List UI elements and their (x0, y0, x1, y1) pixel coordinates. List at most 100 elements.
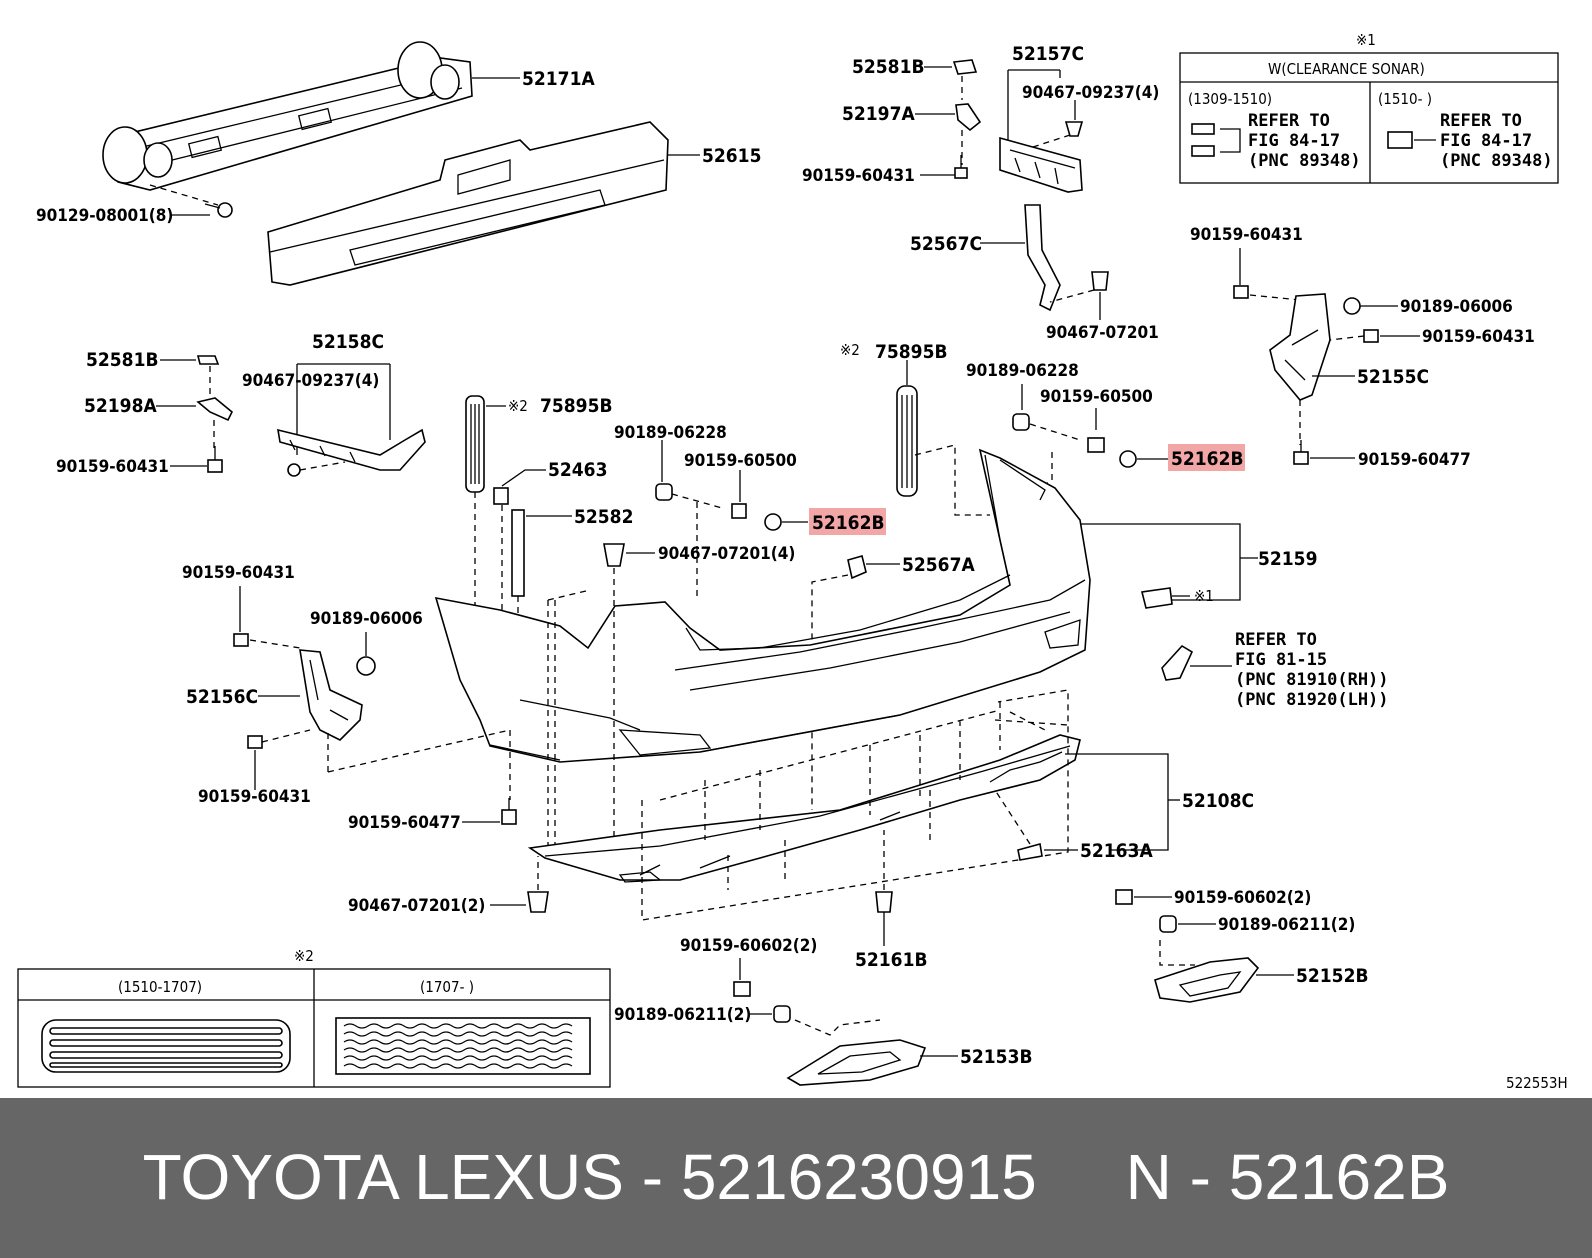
nut-icon (1343, 297, 1361, 315)
label-52163A: 52163A (1080, 840, 1153, 862)
part-52108C-lower-spoiler (527, 734, 1081, 883)
part-number-banner: TOYOTA LEXUS - 5216230915 N - 52162B (0, 1098, 1592, 1258)
screw-icon (733, 981, 751, 997)
clip-icon (287, 463, 301, 477)
nut-icon (773, 1005, 791, 1023)
lamp-reference: REFER TO FIG 81-15 (PNC 81910(RH)) (PNC … (1235, 630, 1389, 710)
screw-icon (207, 446, 223, 473)
part-52157C-bracket (999, 136, 1083, 193)
label-52155C: 52155C (1357, 366, 1429, 388)
part-52567C-bracket (1024, 204, 1061, 312)
lamp-ref-line4: (PNC 81920(LH)) (1235, 690, 1389, 710)
grille-horizontal-bars-icon (41, 1019, 291, 1073)
screw-icon (1115, 889, 1133, 905)
sonar-col2-line1: REFER TO (1440, 111, 1522, 131)
label-52153B: 52153B (960, 1046, 1033, 1068)
bolt-icon (204, 202, 233, 218)
part-52171A-reinforcement (102, 41, 473, 191)
sonar-table-header: W(CLEARANCE SONAR) (1268, 60, 1425, 78)
label-90189-06211-l: 90189-06211(2) (614, 1005, 751, 1025)
grille-col1-date: (1510-1707) (118, 978, 202, 996)
part-75895B-right-grille (896, 385, 918, 497)
screw-icon (731, 503, 747, 519)
part-52158C-bracket (277, 428, 426, 471)
bracket-icon (196, 397, 234, 422)
label-52156C: 52156C (186, 686, 258, 708)
label-90159-60431-b: 90159-60431 (56, 457, 169, 477)
part-52156C-bracket (299, 649, 363, 741)
clip-icon (527, 891, 549, 913)
label-52463: 52463 (548, 459, 607, 481)
grille-mesh-icon (335, 1017, 591, 1075)
lamp-ref-line1: REFER TO (1235, 630, 1317, 650)
grille-variant-table: ※2 (1510-1707) (1707- ) (17, 947, 611, 1088)
clip-icon (952, 59, 978, 75)
sonar-table-mark: ※1 (1356, 31, 1376, 49)
label-90189-06228-a: 90189-06228 (614, 423, 727, 443)
sonar-col1-line3: (PNC 89348) (1248, 151, 1361, 171)
label-90159-60477-l: 90159-60477 (348, 813, 461, 833)
clip-icon (875, 891, 893, 913)
screw-icon (1233, 285, 1249, 299)
label-90467-07201-4: 90467-07201(4) (658, 544, 795, 564)
clip-icon (196, 355, 220, 365)
part-52615-absorber (267, 121, 669, 286)
bracket-icon (955, 103, 982, 132)
label-52615: 52615 (702, 145, 761, 167)
part-52463-clip (493, 487, 509, 505)
label-75895B-a: 75895B (540, 395, 613, 417)
mark2-b: ※2 (840, 341, 860, 359)
part-52582-strip (511, 509, 525, 597)
parts-diagram: 52171A 90129-08001(8) 52615 52581B 52197… (17, 31, 1568, 1092)
lamp-ref-line3: (PNC 81910(RH)) (1235, 670, 1389, 690)
plug-icon (764, 513, 782, 531)
part-52153B-exhaust-trim (786, 1039, 927, 1086)
part-75895B-left-grille (465, 395, 485, 493)
highlight-52162B-b (1168, 444, 1245, 471)
clip-icon (1091, 271, 1109, 291)
part-52155C-bracket (1269, 293, 1331, 401)
label-52162B-a: 52162B (812, 512, 885, 534)
label-90467-07201-2: 90467-07201(2) (348, 896, 485, 916)
label-90189-06006-l: 90189-06006 (310, 609, 423, 629)
label-90189-06228-b: 90189-06228 (966, 361, 1079, 381)
label-90159-60431-r2: 90159-60431 (1422, 327, 1535, 347)
grille-table-mark: ※2 (294, 947, 314, 965)
clip-icon (603, 543, 625, 567)
screw-icon (233, 633, 249, 647)
label-52197A: 52197A (842, 103, 915, 125)
part-number-text: TOYOTA LEXUS - 5216230915 N - 52162B (142, 1141, 1450, 1213)
label-52152B: 52152B (1296, 965, 1369, 987)
sonar-reference-table: ※1 W(CLEARANCE SONAR) (1309-1510) (1510-… (1179, 31, 1559, 184)
label-90129-08001: 90129-08001(8) (36, 206, 173, 226)
screw-icon (1087, 437, 1105, 453)
screw-icon (1293, 440, 1309, 465)
mark2-a: ※2 (508, 397, 528, 415)
screw-icon (501, 798, 517, 825)
label-90159-60602-l: 90159-60602(2) (680, 936, 817, 956)
label-52567A: 52567A (902, 554, 975, 576)
label-52159: 52159 (1258, 548, 1317, 570)
label-90159-60431-a: 90159-60431 (802, 166, 915, 186)
part-52152B-exhaust-trim (1154, 957, 1260, 1003)
label-52171A: 52171A (522, 68, 595, 90)
sonar-col2-line2: FIG 84-17 (1440, 131, 1532, 151)
label-90467-07201-a: 90467-07201 (1046, 323, 1159, 343)
label-90467-09237-b: 90467-09237(4) (242, 371, 379, 391)
label-90159-60500-b: 90159-60500 (1040, 387, 1153, 407)
sensor-bracket-icon (1141, 587, 1173, 609)
label-52581B-top: 52581B (852, 56, 925, 78)
screw-icon (1363, 329, 1379, 343)
nut-icon (655, 483, 673, 501)
label-90159-60602-r: 90159-60602(2) (1174, 888, 1311, 908)
label-90159-60431-c: 90159-60431 (182, 563, 295, 583)
sonar-col1-date: (1309-1510) (1188, 90, 1272, 108)
screw-icon (247, 735, 263, 749)
screw-icon (954, 155, 968, 179)
mark1-a: ※1 (1194, 587, 1214, 605)
label-52157C: 52157C (1012, 43, 1084, 65)
highlight-52162B-a (809, 508, 886, 535)
label-90189-06006-r: 90189-06006 (1400, 297, 1513, 317)
label-52161B: 52161B (855, 949, 928, 971)
part-52163A-cap (1017, 842, 1043, 861)
